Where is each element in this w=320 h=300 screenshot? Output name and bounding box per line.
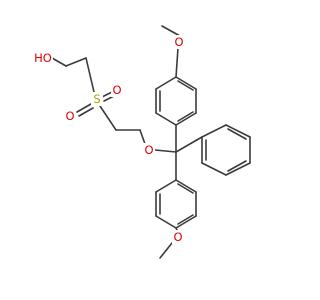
bond-c1-c2 xyxy=(65,57,87,67)
bond-bottom-o-ch3 xyxy=(159,242,173,259)
bond-bottom-ring-o xyxy=(175,227,178,231)
sulfur-label: S xyxy=(93,92,100,106)
bond-top-ring-double-2 xyxy=(177,80,194,91)
chemical-structure: HO S O O O O O xyxy=(33,25,251,259)
bond-c-phenyl xyxy=(175,136,203,153)
bond-s-o1-a xyxy=(101,91,113,98)
bond-s-o2-b xyxy=(78,107,94,117)
bond-top-ring-double-3 xyxy=(177,111,194,122)
bond-phenyl-ring xyxy=(225,162,251,176)
bond-phenyl-ring xyxy=(225,124,251,138)
bond-top-o-ch3 xyxy=(161,25,181,37)
bond-s-c3 xyxy=(99,105,117,131)
hydroxyl-label: HO xyxy=(34,51,52,65)
bond-s-o2-a xyxy=(76,103,92,113)
bond-top-ring-o xyxy=(175,47,179,78)
bond-bottom-ring xyxy=(175,215,197,229)
bond-o-ccentral xyxy=(154,149,177,153)
bonds xyxy=(51,25,251,259)
atom-labels: HO S O O O O O xyxy=(33,35,185,244)
bond-bottom-ring-double-3 xyxy=(177,183,194,194)
methoxy-bottom-oxygen-label: O xyxy=(173,230,182,244)
sulfonyl-oxygen-1-label: O xyxy=(112,83,121,97)
bond-c4-o xyxy=(139,129,146,145)
bond-bottom-ring xyxy=(155,179,177,193)
bond-c2-s xyxy=(85,57,95,93)
bond-bottom-ring xyxy=(175,179,197,193)
ether-oxygen-label: O xyxy=(144,143,153,157)
bond-bottom-ring xyxy=(155,215,177,229)
bond-bottom-ring-double-2 xyxy=(177,214,194,225)
bond-top-ring xyxy=(175,112,197,126)
bond-phenyl-ring xyxy=(201,162,227,176)
bond-top-ring xyxy=(155,76,177,90)
bond-top-ring xyxy=(155,112,177,126)
bond-phenyl-double-2 xyxy=(227,160,247,172)
bond-top-ring xyxy=(175,76,197,90)
bond-phenyl-double-1 xyxy=(227,128,247,140)
bond-ho-c1 xyxy=(51,57,67,67)
bond-phenyl-ring xyxy=(201,124,227,138)
sulfonyl-oxygen-2-label: O xyxy=(65,109,74,123)
methoxy-top-oxygen-label: O xyxy=(174,35,183,49)
